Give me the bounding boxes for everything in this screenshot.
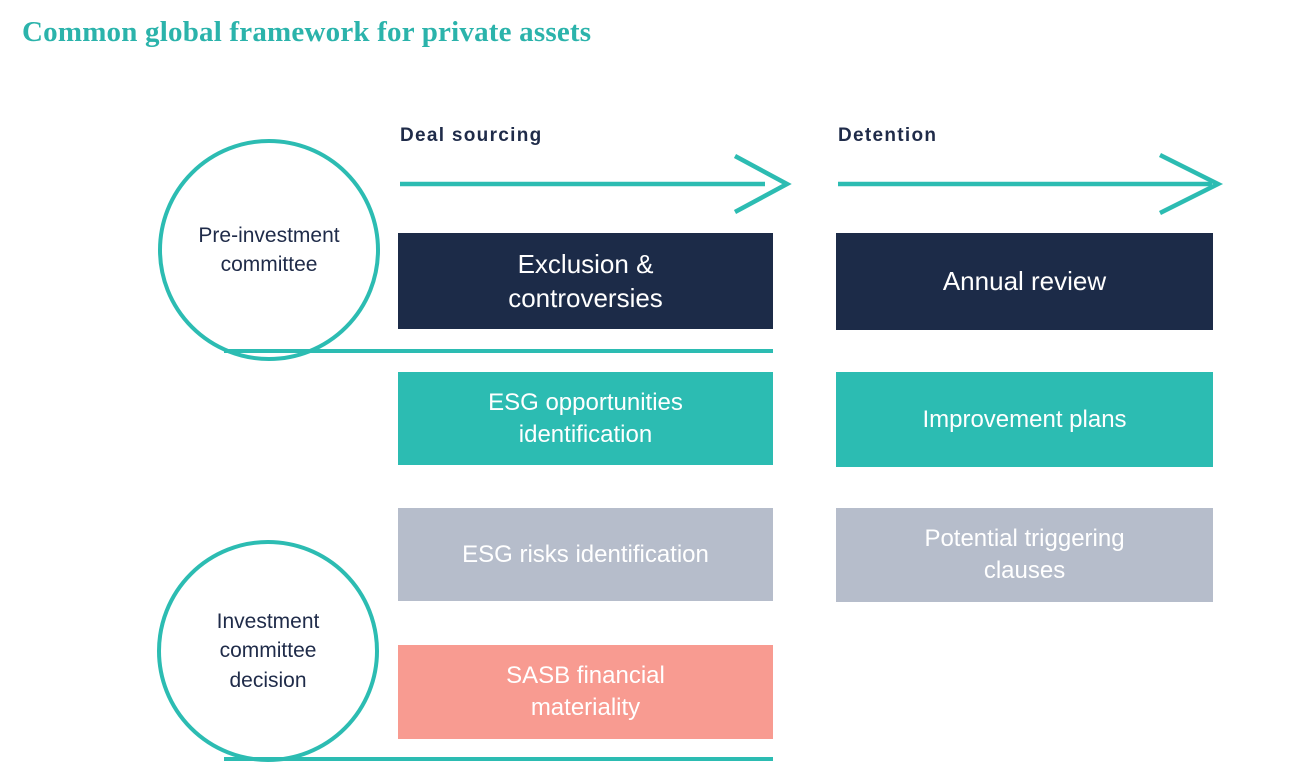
box-sasb-financial-materiality: SASB financial materiality <box>398 645 773 739</box>
page-title: Common global framework for private asse… <box>22 16 592 48</box>
box-esg-opportunities-identification-label: ESG opportunities identification <box>488 388 683 448</box>
box-improvement-plans: Improvement plans <box>836 372 1213 467</box>
box-exclusion-controversies-label: Exclusion & controversies <box>508 248 663 313</box>
stage-header-detention: Detention <box>838 125 938 146</box>
box-potential-triggering-clauses-label: Potential triggering clauses <box>924 525 1125 584</box>
box-improvement-plans-label: Improvement plans <box>922 405 1127 433</box>
box-annual-review: Annual review <box>836 233 1213 330</box>
box-sasb-financial-materiality-label: SASB financial materiality <box>506 662 665 721</box>
circle-pre-investment-committee: Pre-investment committee <box>158 139 380 361</box>
circle-pre-investment-committee-label: Pre-investment committee <box>198 223 340 276</box>
detention-arrow-icon <box>838 152 1224 216</box>
box-esg-risks-identification: ESG risks identification <box>398 508 773 601</box>
investment-decision-connector-line <box>224 757 773 761</box>
stage-header-deal-sourcing: Deal sourcing <box>400 125 543 146</box>
box-esg-risks-identification-label: ESG risks identification <box>462 540 709 568</box>
box-esg-opportunities-identification: ESG opportunities identification <box>398 372 773 465</box>
circle-investment-committee-decision: Investment committee decision <box>157 540 379 762</box>
box-potential-triggering-clauses: Potential triggering clauses <box>836 508 1213 602</box>
box-annual-review-label: Annual review <box>942 266 1107 297</box>
pre-investment-connector-line <box>224 349 773 353</box>
circle-investment-committee-decision-label: Investment committee decision <box>216 609 320 692</box>
box-exclusion-controversies: Exclusion & controversies <box>398 233 773 329</box>
deal-sourcing-arrow-icon <box>400 154 792 214</box>
